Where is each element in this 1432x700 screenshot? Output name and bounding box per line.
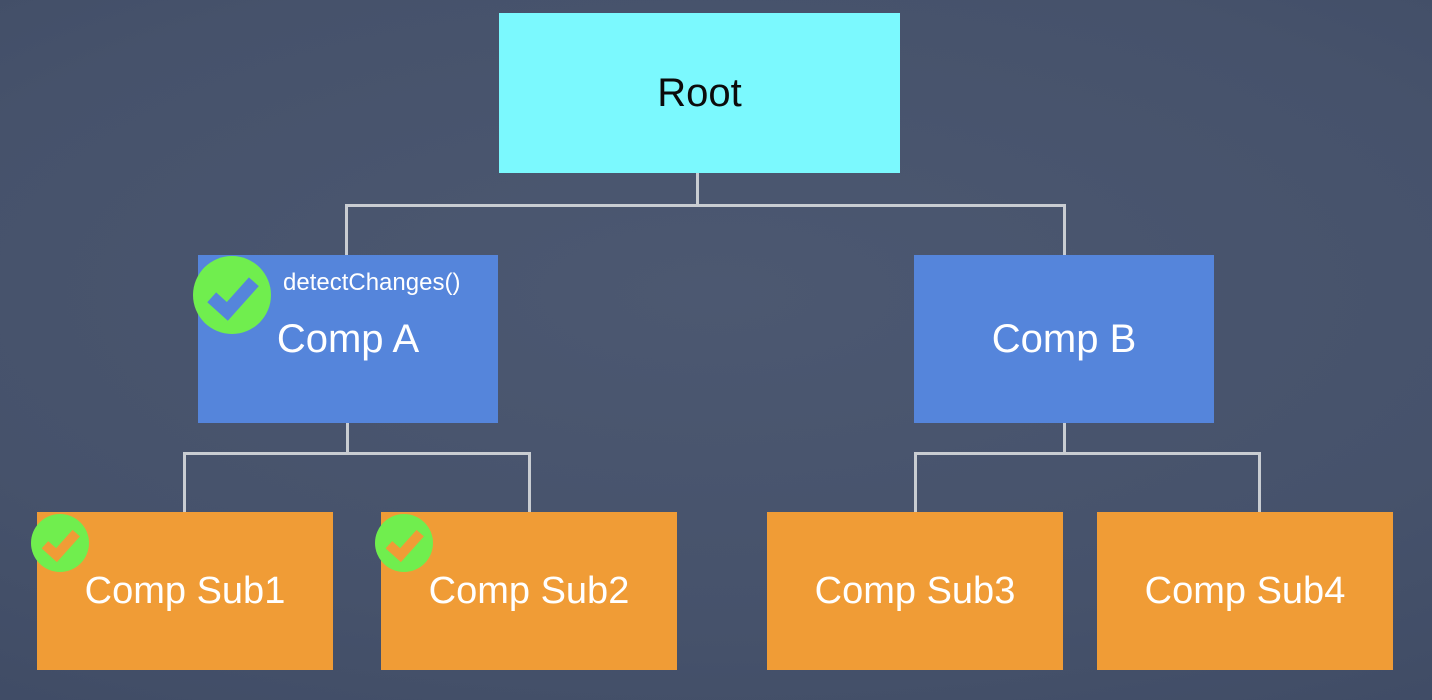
connector-drop-sub4 bbox=[1258, 452, 1261, 512]
check-icon bbox=[375, 514, 433, 572]
connector-root-stem bbox=[696, 173, 699, 207]
connector-drop-comp-a bbox=[345, 204, 348, 255]
node-root: Root bbox=[499, 13, 900, 173]
detect-changes-annotation: detectChanges() bbox=[283, 269, 461, 296]
check-icon bbox=[193, 256, 271, 334]
node-comp-sub2: Comp Sub2 bbox=[375, 512, 677, 670]
node-root-label: Root bbox=[657, 70, 742, 115]
node-comp-sub3-label: Comp Sub3 bbox=[814, 569, 1016, 612]
node-comp-b-label: Comp B bbox=[991, 316, 1137, 361]
connector-drop-comp-b bbox=[1063, 204, 1066, 255]
node-comp-sub4: Comp Sub4 bbox=[1097, 512, 1393, 670]
connector-comp-b-horizontal bbox=[914, 452, 1261, 455]
connector-drop-sub2 bbox=[528, 452, 531, 512]
connector-drop-sub1 bbox=[183, 452, 186, 512]
connector-level1-horizontal bbox=[345, 204, 1066, 207]
node-comp-sub2-label: Comp Sub2 bbox=[428, 569, 630, 612]
connector-comp-a-stem bbox=[346, 423, 349, 455]
check-icon bbox=[31, 514, 89, 572]
node-comp-a: detectChanges() Comp A bbox=[193, 255, 498, 423]
node-comp-b: Comp B bbox=[914, 255, 1214, 423]
node-comp-sub4-label: Comp Sub4 bbox=[1144, 569, 1346, 612]
connector-drop-sub3 bbox=[914, 452, 917, 512]
node-comp-a-label: Comp A bbox=[276, 316, 420, 361]
node-comp-sub1: Comp Sub1 bbox=[31, 512, 333, 670]
node-comp-sub1-label: Comp Sub1 bbox=[84, 569, 286, 612]
connector-comp-b-stem bbox=[1063, 423, 1066, 455]
node-comp-sub3: Comp Sub3 bbox=[767, 512, 1063, 670]
connector-comp-a-horizontal bbox=[183, 452, 531, 455]
